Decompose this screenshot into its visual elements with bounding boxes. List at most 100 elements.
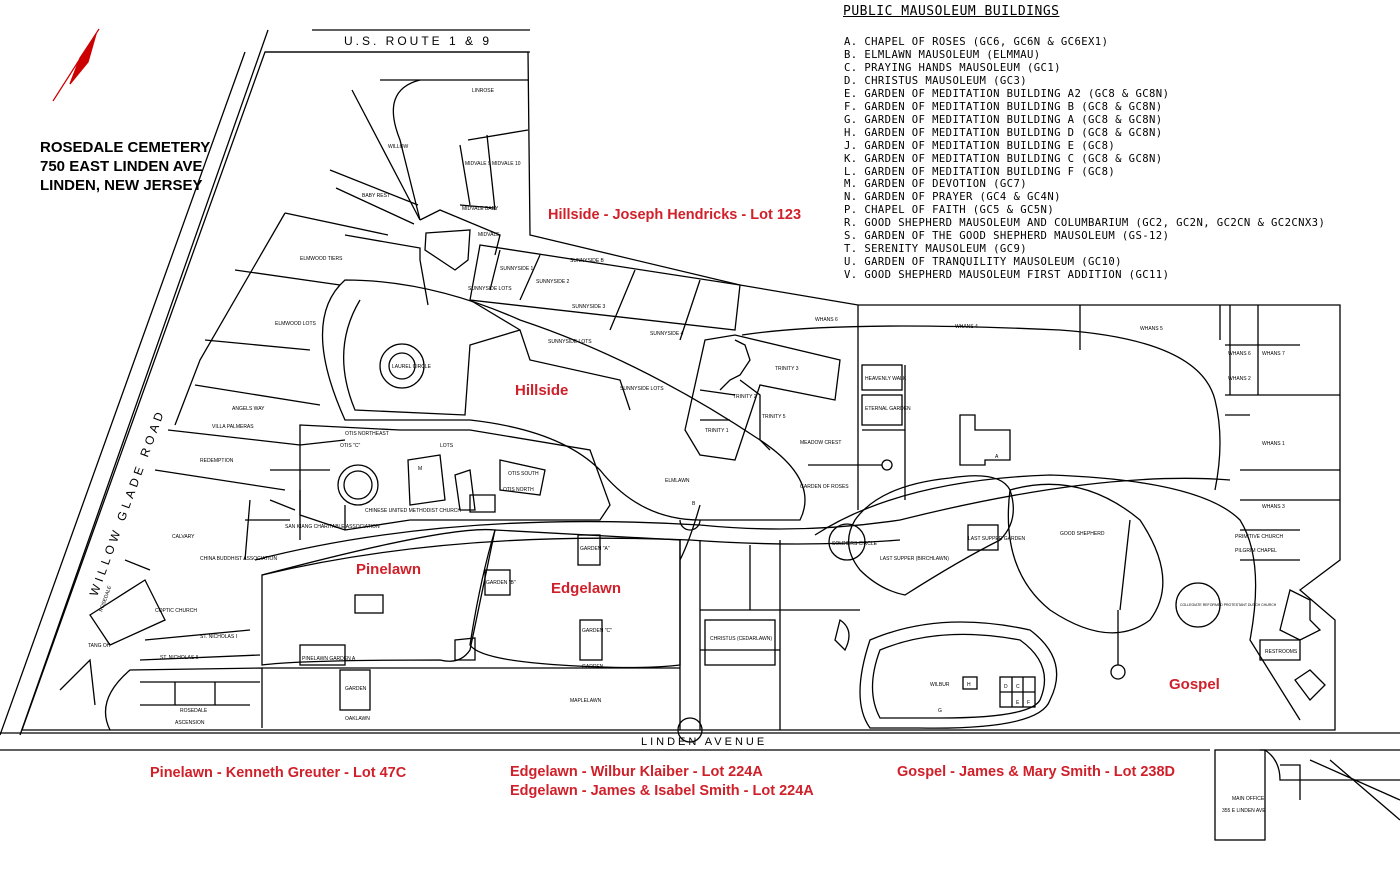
plot-baby-rest: BABY REST: [362, 193, 390, 199]
plot-elmwood-lots: ELMWOOD LOTS: [275, 321, 317, 327]
plot-sunnyside-2: SUNNYSIDE 2: [536, 279, 570, 285]
cemetery-address: 750 EAST LINDEN AVE: [40, 158, 203, 175]
plot-oaklawn: OAKLAWN: [345, 716, 370, 722]
legend-item: D. CHRISTUS MAUSOLEUM (GC3): [844, 74, 1028, 87]
main-office-building: [1214, 749, 1266, 841]
plot-christus: CHRISTUS (CEDARLAWN): [710, 636, 772, 642]
section-pinelawn: Pinelawn: [356, 561, 422, 578]
plot-restrooms: RESTROOMS: [1265, 649, 1298, 655]
edgelawn-section: [469, 529, 681, 669]
plot-lots: LOTS: [440, 443, 454, 449]
plot-whans-3: WHANS 3: [1262, 504, 1285, 510]
plot-main-office: MAIN OFFICE: [1232, 796, 1265, 802]
legend-item: G. GARDEN OF MEDITATION BUILDING A (GC8 …: [844, 113, 1163, 126]
plot-garden-b: GARDEN "B": [486, 580, 516, 586]
legend-item: L. GARDEN OF MEDITATION BUILDING F (GC8): [844, 165, 1116, 178]
bldg-h-label: H: [967, 682, 971, 688]
section-hillside: Hillside: [515, 382, 569, 399]
plot-trinity-5: TRINITY 5: [762, 414, 786, 420]
plot-sunnyside-lots-3: SUNNYSIDE LOTS: [620, 386, 664, 392]
plot-whans-6b: WHANS 6: [1228, 351, 1251, 357]
plot-pinelawn-garden-a: PINELAWN GARDEN A: [302, 656, 356, 662]
plot-laurel-circle: LAUREL CIRCLE: [392, 364, 432, 370]
legend-item: H. GARDEN OF MEDITATION BUILDING D (GC8 …: [844, 126, 1163, 139]
laurel-circle: [379, 343, 425, 389]
plot-eternal-garden: ETERNAL GARDEN: [865, 406, 911, 412]
pinelawn-section: [261, 528, 496, 666]
legend-item: K. GARDEN OF MEDITATION BUILDING C (GC8 …: [844, 152, 1163, 165]
plot-trinity-2: TRINITY 2: [733, 394, 757, 400]
legend-item: R. GOOD SHEPHERD MAUSOLEUM AND COLUMBARI…: [844, 217, 1326, 230]
bldg-b-label: B: [692, 501, 696, 507]
otis-circle: [337, 464, 379, 506]
bldg-c-label: C: [1016, 684, 1020, 690]
plot-st-nicholas-2: ST. NICHOLAS II: [160, 655, 198, 661]
plot-midvale-10: MIDVALE 10: [492, 161, 521, 167]
plot-garden-maplelawn: GARDEN: [582, 664, 604, 670]
plot-sunnyside-b: SUNNYSIDE B: [570, 258, 605, 264]
plot-san-kiang: SAN KIANG CHARITABLE ASSOCIATION: [285, 524, 380, 530]
plot-pilgrim-chapel: PILGRIM CHAPEL: [1235, 548, 1277, 554]
plot-garden-of-roses: GARDEN OF ROSES: [800, 484, 849, 490]
annotation-hillside-lot: Hillside - Joseph Hendricks - Lot 123: [548, 207, 802, 223]
plot-willow: WILLOW: [388, 144, 409, 150]
cemetery-name: ROSEDALE CEMETERY: [40, 139, 211, 156]
annotation-edgelawn-lot-2: Edgelawn - James & Isabel Smith - Lot 22…: [510, 783, 814, 799]
plot-whans-2: WHANS 2: [1228, 376, 1251, 382]
plot-sunnyside-1: SUNNYSIDE 1: [500, 266, 534, 272]
willow-glade-road: [0, 29, 269, 736]
bldg-d-label: D: [1004, 684, 1008, 690]
plot-maplelawn: MAPLELAWN: [570, 698, 602, 704]
plot-trinity-3: TRINITY 3: [775, 366, 799, 372]
property-boundary: [21, 51, 1341, 731]
bldg-a-label: A: [995, 454, 999, 460]
plot-garden-a: GARDEN "A": [580, 546, 610, 552]
bldg-g-label: G: [938, 708, 942, 714]
route-label: U.S. ROUTE 1 & 9: [344, 34, 492, 48]
plot-calvary: CALVARY: [172, 534, 195, 540]
linden-avenue-road: [0, 732, 1400, 751]
north-arrow-icon: [52, 28, 100, 102]
legend-heading: PUBLIC MAUSOLEUM BUILDINGS: [843, 4, 1060, 19]
plot-meadow-crest: MEADOW CREST: [800, 440, 841, 446]
plot-otis-northeast: OTIS NORTHEAST: [345, 431, 389, 437]
section-gospel: Gospel: [1169, 676, 1220, 693]
plot-midvale-9: MIDVALE 9: [465, 161, 491, 167]
plot-heavenly-walk: HEAVENLY WALK: [865, 376, 907, 382]
plot-ascension: ASCENSION: [175, 720, 205, 726]
plot-chinese-united: CHINESE UNITED METHODIST CHURCH: [365, 508, 461, 514]
plot-otis-south: OTIS SOUTH: [508, 471, 539, 477]
plot-sunnyside-lots: SUNNYSIDE LOTS: [468, 286, 512, 292]
plot-collegiate: COLLEGIATE REFORMED PROTESTANT DUTCH CHU…: [1180, 603, 1277, 607]
plot-garden-oaklawn: GARDEN: [345, 686, 367, 692]
plot-coptic-church: COPTIC CHURCH: [155, 608, 197, 614]
linden-ave-label: LINDEN AVENUE: [641, 736, 767, 748]
plot-redemption: REDEMPTION: [200, 458, 234, 464]
legend-list: A. CHAPEL OF ROSES (GC6, GC6N & GC6EX1) …: [844, 36, 1325, 282]
plot-last-supper-garden: LAST SUPPER GARDEN: [968, 536, 1026, 542]
plot-midvale: MIDVALE: [478, 232, 500, 238]
legend-item: N. GARDEN OF PRAYER (GC4 & GC4N): [844, 191, 1061, 204]
plot-rosedale-south: ROSEDALE: [180, 708, 208, 714]
plot-whans-4: WHANS 4: [955, 324, 978, 330]
legend-item: T. SERENITY MAUSOLEUM (GC9): [844, 243, 1028, 256]
plot-linrose: LINROSE: [472, 88, 495, 94]
plot-otis-c: OTIS "C": [340, 443, 360, 449]
plot-elmwood-tiers: ELMWOOD TIERS: [300, 256, 343, 262]
plot-whans-1: WHANS 1: [1262, 441, 1285, 447]
plot-last-supper: LAST SUPPER (BIRCHLAWN): [880, 556, 949, 562]
plot-otis-north: OTIS NORTH: [503, 487, 534, 493]
annotation-gospel-lot: Gospel - James & Mary Smith - Lot 238D: [897, 764, 1175, 780]
plot-soldiers-circle: SOLDIERS CIRCLE: [832, 541, 878, 547]
legend-item: E. GARDEN OF MEDITATION BUILDING A2 (GC8…: [844, 87, 1170, 100]
legend-item: F. GARDEN OF MEDITATION BUILDING B (GC8 …: [844, 100, 1163, 113]
plot-whans-5: WHANS 5: [1140, 326, 1163, 332]
legend-item: P. CHAPEL OF FAITH (GC5 & GC5N): [844, 204, 1055, 217]
plot-st-nicholas-1: ST. NICHOLAS I: [200, 634, 237, 640]
hillside-loop-road: [321, 279, 806, 521]
plot-wilbur: WILBUR: [930, 682, 950, 688]
plot-whans-7: WHANS 7: [1262, 351, 1285, 357]
plot-elmlawn: ELMLAWN: [665, 478, 690, 484]
plot-sunnyside-3: SUNNYSIDE 3: [572, 304, 606, 310]
